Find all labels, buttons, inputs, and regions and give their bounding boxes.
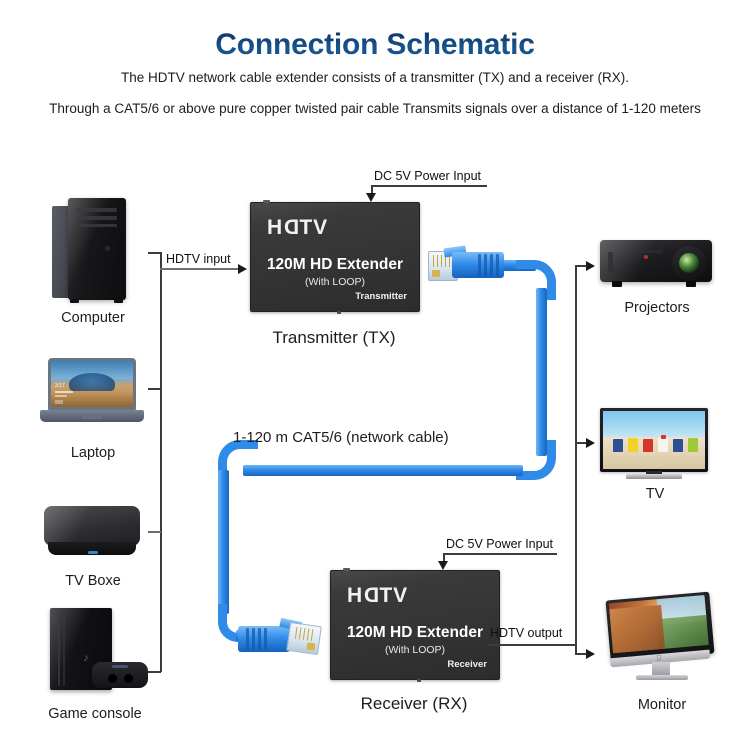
tv-stand [626,474,682,479]
device-monitor:  [605,591,718,688]
device-label-computer: Computer [61,310,125,326]
device-projector [600,236,716,294]
cable-seg-bottom-horizontal [243,465,523,476]
cable-seg-right-vertical [536,288,547,456]
tower-side-panel [52,206,72,298]
tv-screen [603,411,705,469]
laptop-lid: 3:17 [48,358,136,410]
laptop-base [40,410,144,422]
rx-power-line [443,553,557,555]
cable-corner-tx [516,260,556,300]
rj45-head-rx [286,621,322,656]
cable-seg-left-vertical [218,470,229,614]
rj45-plug-transmitter [428,245,508,287]
tx-power-line [371,185,487,187]
cable-corner-midleft [218,440,258,480]
device-label-projector: Projectors [624,300,690,316]
hdtv-input-label: HDTV input [166,252,231,266]
device-tv [600,408,710,480]
hdtv-output-underline [488,644,576,646]
tx-power-drop [371,185,373,197]
tx-power-arrow [366,193,376,202]
receiver-caption: Receiver (RX) [360,694,468,713]
source-stub-game-console [148,671,161,673]
cable-length-label: 1-120 m CAT5/6 (network cable) [233,429,449,446]
monitor-screen [608,595,709,654]
rj45-plug-receiver [236,612,322,658]
hdtv-output-label: HDTV output [490,626,563,640]
subtitle-line-2: Through a CAT5/6 or above pure copper tw… [49,101,701,116]
tower-body [68,198,126,300]
device-game-console: ♪ [40,608,150,700]
rx-model-label: 120M HD Extender [346,624,484,641]
device-tv-box [44,506,140,564]
subtitle-line-1: The HDTV network cable extender consists… [121,70,629,85]
rx-variant-label: (With LOOP) [384,644,446,656]
device-label-tv: TV [645,486,665,502]
rj45-boot-rx [238,626,290,652]
output-stub-monitor [575,653,589,655]
output-arrow-tv [586,438,595,448]
page-title: Connection Schematic [0,28,750,62]
tx-role-label: Transmitter [355,291,407,302]
rj45-boot-tx [452,252,504,278]
tx-variant-label: (With LOOP) [304,276,366,288]
hdtv-input-line [160,268,238,270]
tx-power-label: DC 5V Power Input [374,169,481,183]
device-computer [48,196,138,306]
device-laptop: 3:17 [40,358,144,424]
device-label-laptop: Laptop [70,445,116,461]
source-stub-tv-box [148,531,161,533]
hdtv-input-arrow [238,264,247,274]
monitor-stand-neck [652,662,670,676]
rx-power-label: DC 5V Power Input [446,537,553,551]
tv-bezel [600,408,708,472]
rx-role-label: Receiver [447,659,487,670]
source-stub-laptop [148,388,161,390]
output-arrow-projector [586,261,595,271]
output-bus-spine [575,265,577,653]
output-stub-projector [575,265,589,267]
device-label-monitor: Monitor [637,697,687,713]
monitor-stand-foot [636,675,688,680]
rx-power-drop [443,553,445,565]
tv-box-top [44,506,140,546]
projector-lens [679,253,699,273]
laptop-screen: 3:17 [51,361,133,407]
gamepad-icon [92,662,148,688]
output-stub-tv [575,442,589,444]
transmitter-caption: Transmitter (TX) [272,328,396,347]
source-stub-computer [148,252,161,254]
tv-box-base [48,542,136,555]
device-label-tv-box: TV Boxe [65,573,121,589]
cable-corner-midright [516,440,556,480]
source-bus-spine [160,252,162,672]
device-label-game-console: Game console [48,706,142,722]
rx-power-arrow [438,561,448,570]
output-arrow-monitor [586,649,595,659]
tx-model-label: 120M HD Extender [266,256,404,273]
